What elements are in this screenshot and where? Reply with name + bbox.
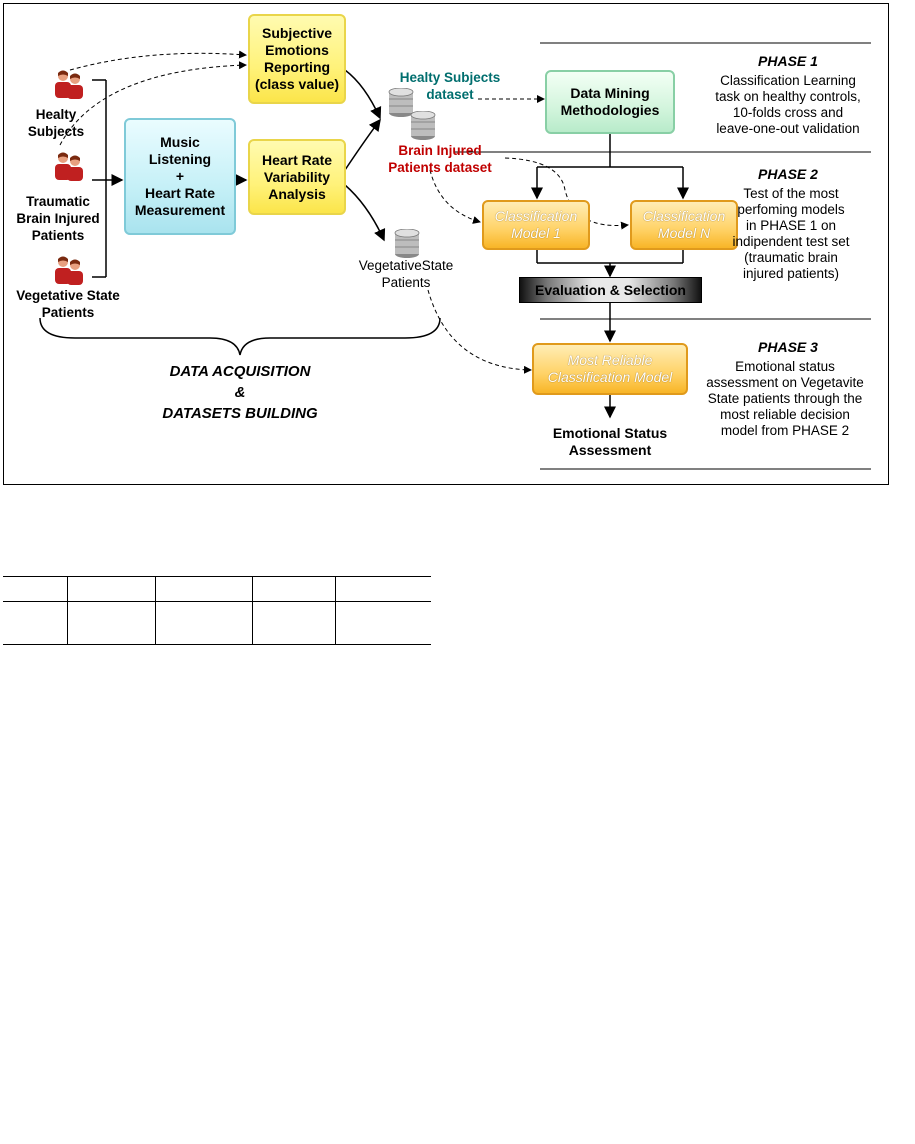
database-icon-healthy xyxy=(388,87,414,118)
figure-frame xyxy=(3,3,889,485)
most-reliable-model-box: Most Reliable Classification Model xyxy=(532,343,688,395)
data-acquisition-title: DATA ACQUISITION & DATASETS BUILDING xyxy=(162,363,318,422)
database-icon-brain xyxy=(410,110,436,141)
label-healthy-subjects: Healty Subjects xyxy=(27,107,85,139)
person-icon-healthy xyxy=(52,68,86,100)
phase-3-desc: Emotional status assessment on Vegetavit… xyxy=(706,359,864,438)
data-mining-box: Data Mining Methodologies xyxy=(545,70,675,134)
label-vegetative-patients: Vegetative State Patients xyxy=(16,288,120,320)
empty-table xyxy=(3,576,431,645)
person-icon-traumatic xyxy=(52,150,86,182)
person-icon-vegetative xyxy=(52,254,86,286)
phase-3-title: PHASE 3 xyxy=(758,339,818,355)
hrv-analysis-box: Heart Rate Variability Analysis xyxy=(248,139,346,215)
label-traumatic-patients: Traumatic Brain Injured Patients xyxy=(16,194,100,243)
classification-model-n-box: Classification Model N xyxy=(630,200,738,250)
phase-2-title: PHASE 2 xyxy=(758,166,818,182)
evaluation-selection-bar: Evaluation & Selection xyxy=(519,277,702,303)
label-vegetative-dataset: VegetativeState Patients xyxy=(358,258,454,290)
table-row xyxy=(3,576,431,602)
music-listening-box: Music Listening + Heart Rate Measurement xyxy=(124,118,236,235)
phase-1-desc: Classification Learning task on healthy … xyxy=(715,73,861,136)
label-healthy-dataset: Healty Subjects dataset xyxy=(399,70,501,102)
emotional-status-label: Emotional Status Assessment xyxy=(552,425,668,458)
classification-model-1-box: Classification Model 1 xyxy=(482,200,590,250)
label-brain-dataset: Brain Injured Patients dataset xyxy=(388,143,492,175)
table-row xyxy=(3,601,431,645)
subjective-emotions-box: Subjective Emotions Reporting (class val… xyxy=(248,14,346,104)
database-icon-vegetative xyxy=(394,228,420,259)
phase-2-desc: Test of the most perfoming models in PHA… xyxy=(732,186,850,281)
phase-1-title: PHASE 1 xyxy=(758,53,818,69)
